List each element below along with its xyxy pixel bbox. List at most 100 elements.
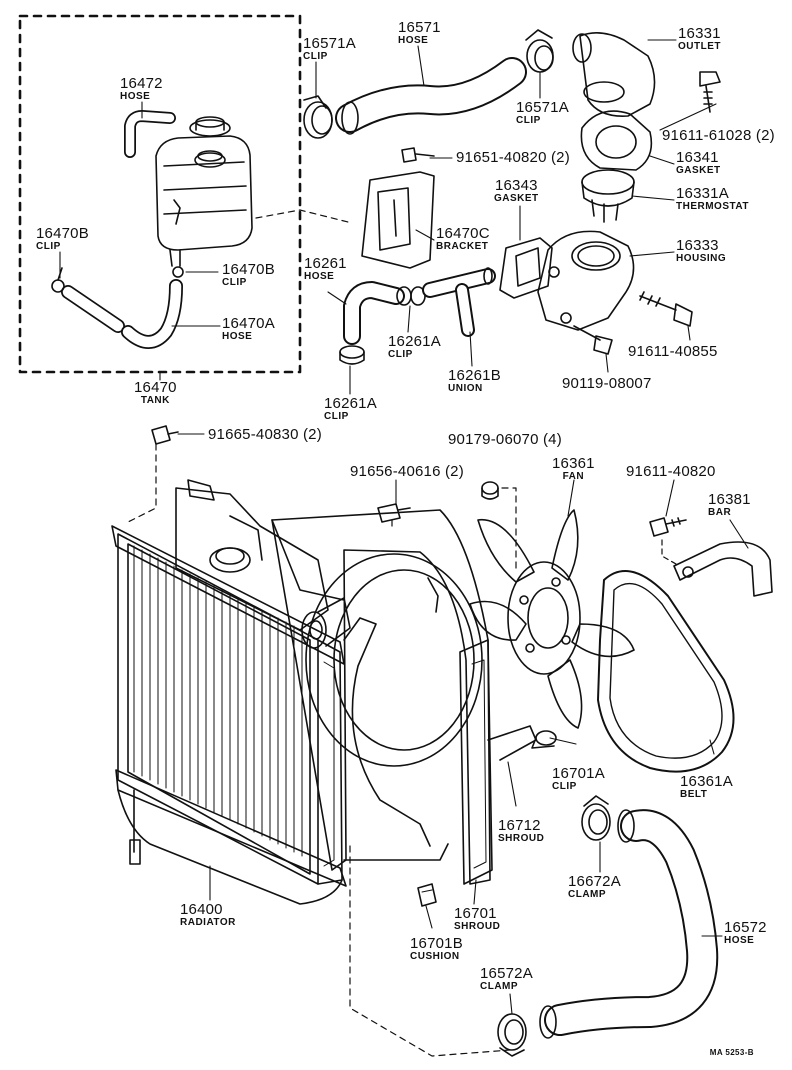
shroud-16712 (271, 509, 491, 885)
clamp-16672A (581, 795, 611, 841)
part-number: 16261A (388, 333, 441, 350)
label-90119-08007: 90119-08007 (562, 376, 652, 391)
label-16261: 16261 HOSE (304, 256, 347, 282)
part-name: CLIP (303, 51, 328, 62)
part-number: 16470A (222, 315, 275, 332)
union-16261B (422, 267, 496, 337)
hose-16472 (124, 110, 176, 158)
part-number: 90179-06070 (4) (448, 431, 562, 448)
fan-16361 (469, 509, 635, 729)
tank-to-bracket-line (255, 209, 349, 223)
hose-16261 (343, 281, 405, 345)
part-name: BAR (708, 507, 732, 518)
part-number: 16571A (303, 35, 356, 52)
part-name: CLAMP (568, 889, 607, 900)
part-number: 16712 (498, 817, 541, 834)
label-16571: 16571 HOSE (398, 20, 441, 46)
part-name: UNION (448, 383, 483, 394)
part-number: 16331A (676, 185, 729, 202)
bolt-91611-40820 (649, 517, 687, 537)
part-number: 16701 (454, 905, 497, 922)
label-16470C: 16470C BRACKET (436, 226, 490, 252)
part-number: 16572 (724, 919, 767, 936)
bolt-91611-61028 (699, 71, 721, 113)
bolt-91665-40830 (151, 425, 179, 445)
clamp-16572A (497, 1013, 527, 1057)
drawing-code: MA 5253-B (709, 1048, 754, 1057)
radiator-cap (209, 547, 251, 573)
label-90179-06070: 90179-06070 (4) (448, 432, 562, 447)
bolt-91656-40616 (377, 503, 411, 523)
clip-16571A-right (525, 29, 554, 73)
label-91611-40855: 91611-40855 (628, 344, 718, 359)
label-16343: 16343 GASKET (494, 178, 539, 204)
label-16701B: 16701B CUSHION (410, 936, 463, 962)
part-name: SHROUD (498, 833, 545, 844)
guide-lines (127, 443, 511, 1057)
part-number: 16571 (398, 19, 441, 36)
part-number: 91651-40820 (2) (456, 149, 570, 166)
clip-16261A-lower (339, 345, 365, 365)
part-name: CLIP (552, 781, 577, 792)
outlet-16331 (572, 32, 656, 117)
part-number: 91611-40855 (628, 343, 718, 360)
part-name: CLAMP (480, 981, 519, 992)
part-name: HOSE (222, 331, 253, 342)
part-number: 16261B (448, 367, 501, 384)
clip-16571A-left (303, 95, 333, 139)
bar-guide-line (661, 539, 677, 565)
part-number: 16701A (552, 765, 605, 782)
label-16571A-mid: 16571A CLIP (516, 100, 569, 126)
label-16470: 16470 TANK (134, 380, 177, 406)
bolt-90119-08007 (573, 325, 613, 355)
part-name: CUSHION (410, 951, 460, 962)
label-91665-40830: 91665-40830 (2) (208, 427, 322, 442)
leader-lines (59, 39, 749, 1015)
part-number: 16261A (324, 395, 377, 412)
label-16261B: 16261B UNION (448, 368, 501, 394)
label-16331A: 16331A THERMOSTAT (676, 186, 749, 212)
part-number: 16472 (120, 75, 163, 92)
part-name: HOSE (304, 271, 335, 282)
clip-16701A (531, 730, 557, 749)
part-name: TANK (140, 395, 170, 406)
housing-16333 (537, 230, 635, 331)
part-number: 91611-61028 (2) (662, 127, 775, 144)
part-number: 16470B (222, 261, 275, 278)
label-91611-40820: 91611-40820 (626, 464, 716, 479)
label-16381: 16381 BAR (708, 492, 751, 518)
label-16261A-lower: 16261A CLIP (324, 396, 377, 422)
part-number: 16361 (552, 455, 595, 472)
part-number: 16331 (678, 25, 721, 42)
part-number: 16343 (494, 177, 538, 194)
part-name: BRACKET (436, 241, 489, 252)
part-number: 16361A (680, 773, 733, 790)
label-16333: 16333 HOUSING (676, 238, 726, 264)
label-16470B-right: 16470B CLIP (222, 262, 275, 288)
part-name: GASKET (676, 165, 721, 176)
part-name: CLIP (324, 411, 349, 422)
label-16261A-upper: 16261A CLIP (388, 334, 441, 360)
part-number: 16341 (676, 149, 719, 166)
label-16470A: 16470A HOSE (222, 316, 275, 342)
nut-90179-06070 (481, 481, 499, 500)
label-16701A: 16701A CLIP (552, 766, 605, 792)
part-name: SHROUD (454, 921, 501, 932)
gasket-16341 (580, 110, 653, 171)
part-name: CLIP (36, 241, 61, 252)
label-91656-40616: 91656-40616 (2) (350, 464, 464, 479)
label-16361A: 16361A BELT (680, 774, 733, 800)
part-number: 16701B (410, 935, 463, 952)
label-16572: 16572 HOSE (724, 920, 767, 946)
part-name: BELT (680, 789, 708, 800)
nut-guide-line (501, 487, 517, 571)
reserve-tank-16470 (155, 135, 253, 267)
label-16341: 16341 GASKET (676, 150, 721, 176)
part-name: GASKET (494, 193, 539, 204)
part-number: 16672A (568, 873, 621, 890)
part-number: 16261 (304, 255, 347, 272)
part-number: 16470C (436, 225, 490, 242)
part-name: FAN (562, 471, 585, 482)
hose-16572 (539, 809, 719, 1039)
label-16712: 16712 SHROUD (498, 818, 544, 844)
